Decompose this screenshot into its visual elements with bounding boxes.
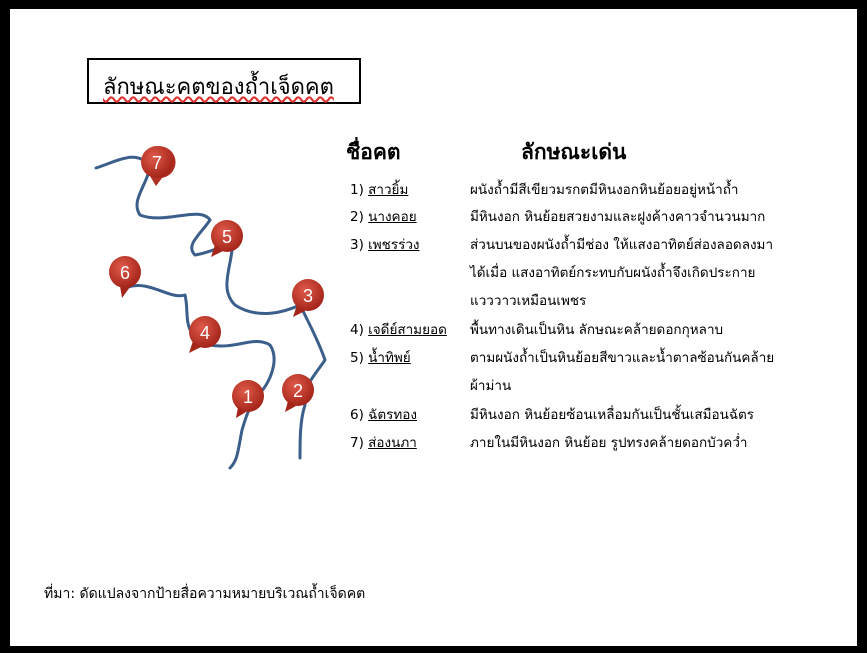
item-desc-1-line-1: ผนังถ้ำมีสีเขียวมรกตมีหินงอกหินย้อยอยู่ห… (470, 182, 739, 198)
item-name: เพชรร่วง (368, 237, 420, 253)
item-number: 3) (350, 237, 364, 253)
item-name: เจดีย์สามยอด (368, 322, 447, 338)
item-number: 1) (350, 182, 364, 198)
item-row-1: 1) สาวยิ้ม (350, 178, 408, 200)
marker-pin-3: 3 (292, 279, 324, 317)
item-desc-6-line-1: มีหินงอก หินย้อยซ้อนเหลื่อมกันเป็นชั้นเส… (470, 407, 755, 423)
item-desc-5-line-1: ตามผนังถ้ำเป็นหินย้อยสีขาวและน้ำตาลซ้อนก… (470, 350, 775, 366)
marker-label-5: 5 (222, 227, 232, 247)
item-desc-7-line-1: ภายในมีหินงอก หินย้อย รูปทรงคล้ายดอกบัวค… (470, 435, 748, 451)
header-name: ชื่อคต (346, 140, 401, 164)
item-number: 6) (350, 407, 364, 423)
item-row-3: 3) เพชรร่วง (350, 233, 420, 255)
marker-pin-1: 1 (232, 380, 264, 418)
item-number: 5) (350, 350, 364, 366)
item-desc-3-line-3: แวววาวเหมือนเพชร (470, 293, 587, 309)
marker-label-2: 2 (293, 381, 303, 401)
header-feature: ลักษณะเด่น (521, 140, 627, 164)
item-desc-2-line-1: มีหินงอก หินย้อยสวยงามและฝูงค้างคาวจำนวน… (470, 209, 766, 225)
item-number: 7) (350, 435, 364, 451)
title-box: ลักษณะคตของถ้ำเจ็ดคต (87, 58, 361, 104)
marker-pin-4: 4 (189, 316, 221, 353)
source-note: ที่มา: ดัดแปลงจากป้ายสื่อความหมายบริเวณถ… (44, 586, 366, 602)
item-desc-5-line-2: ผ้าม่าน (470, 378, 512, 394)
marker-pin-2: 2 (282, 374, 314, 412)
item-row-7: 7) ส่องนภา (350, 431, 417, 453)
marker-label-7: 7 (152, 153, 162, 173)
page-title: ลักษณะคตของถ้ำเจ็ดคต (103, 75, 334, 100)
item-number: 2) (350, 209, 364, 225)
marker-label-3: 3 (303, 286, 313, 306)
marker-label-1: 1 (243, 387, 253, 407)
item-row-5: 5) น้ำทิพย์ (350, 346, 411, 368)
item-desc-3-line-2: ได้เมื่อ แสงอาทิตย์กระทบกับผนังถ้ำจึงเกิ… (470, 265, 756, 281)
marker-pin-5: 5 (211, 220, 243, 257)
item-row-4: 4) เจดีย์สามยอด (350, 318, 447, 340)
item-name: สาวยิ้ม (368, 182, 409, 198)
item-number: 4) (350, 322, 364, 338)
item-name: ฉัตรทอง (368, 407, 417, 423)
marker-label-4: 4 (200, 323, 210, 343)
item-name: น้ำทิพย์ (368, 350, 411, 366)
cave-passage (94, 155, 327, 470)
item-name: นางคอย (368, 209, 417, 225)
item-desc-3-line-1: ส่วนบนของผนังถ้ำมีช่อง ให้แสงอาทิตย์ส่อง… (470, 237, 774, 253)
marker-label-6: 6 (120, 263, 130, 283)
item-row-2: 2) นางคอย (350, 205, 417, 227)
marker-pin-7: 7 (141, 146, 176, 186)
item-row-6: 6) ฉัตรทอง (350, 403, 417, 425)
item-desc-4-line-1: พื้นทางเดินเป็นหิน ลักษณะคล้ายดอกกุหลาบ (470, 322, 724, 338)
slide-canvas (10, 9, 857, 646)
marker-pin-6: 6 (109, 256, 141, 298)
item-name: ส่องนภา (368, 435, 417, 451)
